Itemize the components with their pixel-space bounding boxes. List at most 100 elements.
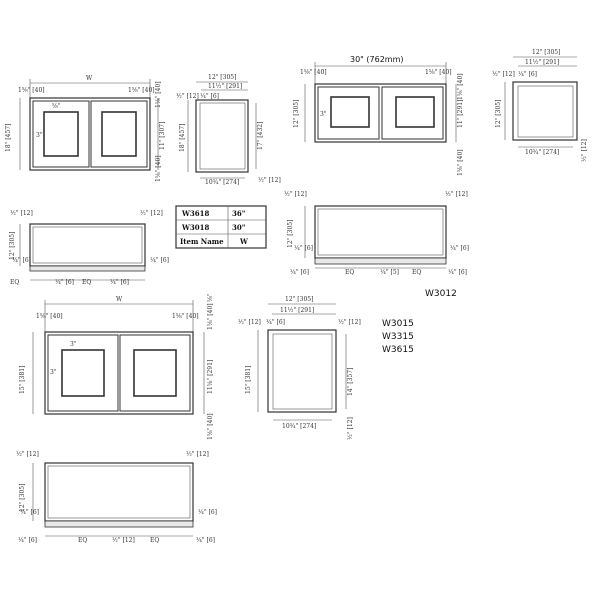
width-dim: W bbox=[86, 75, 93, 82]
dim-back-panel: ¼" [6] bbox=[266, 319, 285, 326]
inner-height-dim: 11" [291] bbox=[457, 100, 464, 128]
dim-panel-top: ⅝" bbox=[52, 103, 61, 110]
dim-top-rail: 1⅝" [40] bbox=[207, 303, 214, 330]
dim-bottom-rail: 1⅝" [40] bbox=[155, 155, 162, 182]
dim-back-left: ½" [12] bbox=[492, 71, 515, 78]
dim-back-left: ½" [12] bbox=[238, 319, 261, 326]
dim-top-rail: 1⅝" [40] bbox=[155, 81, 162, 108]
dim-rail-right: 1⅝" [40] bbox=[425, 69, 452, 76]
mid-bottom-right-view: ½" [12] ½" [12] 12" [305] ¼" [6] ¼" [6] … bbox=[284, 191, 469, 299]
dim-bottom-rail: 1⅝" [40] bbox=[457, 149, 464, 176]
dim-bottom: ½" [12] bbox=[258, 177, 281, 184]
side-height-dim: 18" [457] bbox=[179, 124, 186, 152]
height-dim: 15" [381] bbox=[19, 366, 26, 394]
dim-right-side: ¼" [6] bbox=[450, 245, 469, 252]
mid-bottom-left-view: ½" [12] ½" [12] 12" [305] ¼" [6] ¼" [6] … bbox=[9, 210, 169, 286]
bottom-base bbox=[44, 520, 194, 528]
dim-left-side: ¼" [6] bbox=[294, 245, 313, 252]
bottom-outline bbox=[29, 223, 146, 267]
table-row-item: Item Name bbox=[180, 237, 224, 246]
dim-left-top: ½" [12] bbox=[16, 451, 39, 458]
dim-panel-side: 3" bbox=[36, 132, 43, 139]
dim-rail-right: 1⅝" [40] bbox=[172, 313, 199, 320]
dim-panel-side: 3" bbox=[50, 369, 57, 376]
door-panel-right bbox=[133, 349, 177, 397]
dim-bottom-left: EQ bbox=[10, 279, 19, 286]
eq-left: EQ bbox=[345, 269, 354, 276]
dim-panel-side: 3" bbox=[320, 111, 327, 118]
dim-bottom-right: ¼" [6] bbox=[448, 269, 467, 276]
table-row-width: W bbox=[239, 237, 248, 246]
bottom-inner bbox=[317, 208, 444, 256]
top-front-left-view: W 1⅝" [40] 1⅝" [40] ⅝" 3" 18" [457] 11" … bbox=[5, 75, 166, 182]
door-panel-right bbox=[101, 111, 137, 157]
model-label: W3615 bbox=[382, 345, 414, 355]
dim-bottom-right: ¼" [6] bbox=[196, 537, 215, 544]
dim-bottom-rail: 1⅝" [40] bbox=[207, 413, 214, 440]
dim-bottom: ½" [12] bbox=[581, 139, 588, 162]
inner-height-dim: 11⅝" [291] bbox=[207, 360, 214, 394]
dim-rail-left: 1⅝" [40] bbox=[18, 87, 45, 94]
depth-dim: 12" [305] bbox=[208, 74, 236, 81]
depth-dim: 12" [305] bbox=[532, 49, 560, 56]
dim-bottom: ½" [12] bbox=[347, 417, 354, 440]
depth-dim: 12" [305] bbox=[287, 220, 294, 248]
side-inner bbox=[272, 333, 333, 410]
dim-back-right: ½" [12] bbox=[338, 319, 361, 326]
dim-rail-right: 1⅝" [40] bbox=[128, 87, 155, 94]
dim-left-top: ½" [12] bbox=[284, 191, 307, 198]
shelf-depth-dim: 10¾" [274] bbox=[205, 179, 239, 186]
dim-back-left: ½" [12] bbox=[176, 93, 199, 100]
bottom-base bbox=[314, 257, 447, 265]
door-panel-left bbox=[43, 111, 79, 157]
top-front-center-view: 30" (762mm) 1⅝" [40] 1⅝" [40] 3" 12" [30… bbox=[293, 55, 464, 176]
table-row-width: 36" bbox=[232, 209, 245, 218]
height-dim: 18" [457] bbox=[5, 124, 12, 152]
side-inner-height-dim: 14" [357] bbox=[347, 368, 354, 396]
cabinet-outline bbox=[314, 83, 447, 143]
eq-left: ¼" [6] bbox=[55, 279, 74, 286]
dim-right-top: ½" [12] bbox=[445, 191, 468, 198]
model-label: W3015 bbox=[382, 319, 414, 329]
dim-bottom-left: ¼" [6] bbox=[290, 269, 309, 276]
side-inner-height-dim: 17" [432] bbox=[257, 122, 264, 150]
depth-dim: 12" [305] bbox=[285, 296, 313, 303]
side-outline bbox=[512, 81, 578, 141]
lower-front-view: W 1⅝" [40] 1⅝" [40] 3" 3" 15" [381] 11⅝"… bbox=[19, 293, 214, 440]
side-outline bbox=[195, 99, 249, 173]
eq-right: EQ bbox=[412, 269, 421, 276]
dim-left-side: ¼" [6] bbox=[20, 509, 39, 516]
dim-bottom-mid: EQ bbox=[82, 279, 91, 286]
table-row-width: 30" bbox=[232, 223, 245, 232]
shelf-depth-dim: 10¾" [274] bbox=[525, 149, 559, 156]
table-outline bbox=[175, 205, 267, 249]
bottom-outline bbox=[314, 205, 447, 259]
side-inner bbox=[199, 102, 246, 170]
bottom-inner bbox=[47, 465, 191, 519]
side-inner bbox=[517, 85, 574, 138]
eq-right: ¼" [6] bbox=[110, 279, 129, 286]
table-row-item: W3618 bbox=[181, 209, 209, 218]
dim-right-top: ½" [12] bbox=[186, 451, 209, 458]
inner-depth-dim: 11½" [291] bbox=[208, 83, 242, 90]
side-outline bbox=[267, 329, 337, 413]
dim-back-panel: ¼" [6] bbox=[518, 71, 537, 78]
dim-left-side: ¼" [6] bbox=[12, 257, 31, 264]
dim-bottom-left: ¼" [6] bbox=[18, 537, 37, 544]
depth-dim: 12" [305] bbox=[9, 232, 16, 260]
width-label: 30" (762mm) bbox=[350, 55, 404, 64]
cabinet-outline bbox=[44, 331, 194, 415]
top-side-left-view: 12" [305] 11½" [291] ½" [12] ¼" [6] 18" … bbox=[176, 74, 281, 186]
dim-right-top: ½" [12] bbox=[140, 210, 163, 217]
door-panel-left bbox=[330, 96, 370, 128]
bottom-outline bbox=[44, 462, 194, 522]
door-panel-left bbox=[61, 349, 105, 397]
dim-left-top: ½" [12] bbox=[10, 210, 33, 217]
lower-side-view: 12" [305] 11½" [291] ½" [12] ¼" [6] ½" [… bbox=[238, 296, 414, 440]
model-label: W3315 bbox=[382, 332, 414, 342]
inner-depth-dim: 11½" [291] bbox=[280, 307, 314, 314]
bottom-base bbox=[29, 265, 146, 272]
side-height-dim: 12" [305] bbox=[495, 100, 502, 128]
bottom-inner bbox=[32, 226, 143, 264]
lower-bottom-view: ½" [12] ½" [12] 12" [305] ¼" [6] ¼" [6] … bbox=[16, 451, 217, 544]
